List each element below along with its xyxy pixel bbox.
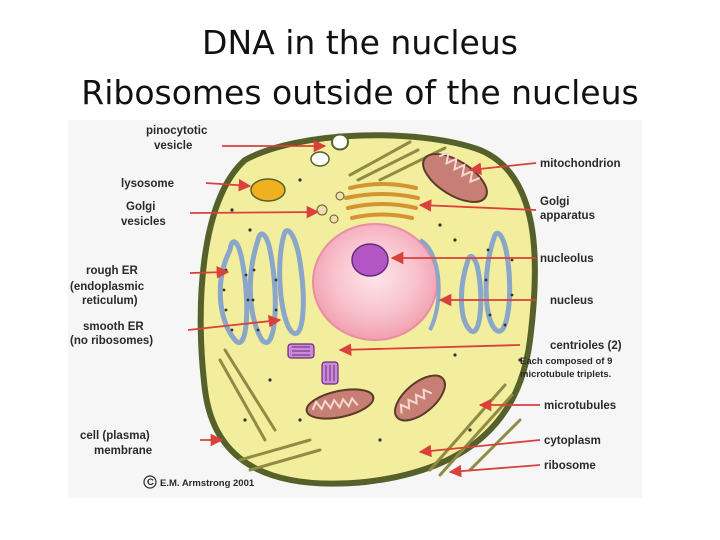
label-nucleolus: nucleolus — [540, 253, 594, 265]
arrows — [187, 139, 541, 478]
copyright-symbol: C — [147, 477, 154, 488]
copyright-icon — [143, 475, 157, 489]
label-cytoplasm: cytoplasm — [544, 435, 601, 447]
mitochondrion-bottom-right — [394, 374, 446, 422]
label-cell-membrane-line1: cell (plasma) — [80, 430, 150, 442]
golgi-vesicles — [316, 191, 345, 224]
label-rough-er-line3: reticulum) — [82, 295, 138, 307]
label-pinocytotic-line1: pinocytotic — [146, 125, 208, 137]
label-golgi-vesicles-line1: Golgi — [126, 201, 155, 213]
label-rough-er-line2: (endoplasmic — [70, 281, 145, 293]
label-centrioles-note-line1: Each composed of 9 — [520, 356, 612, 367]
mitochondrion-bottom-left — [305, 388, 375, 420]
label-golgi-vesicles-line2: vesicles — [121, 216, 166, 228]
mitochondrion-top — [422, 151, 488, 203]
nuclear-envelope-er — [418, 238, 441, 331]
label-smooth-er-line2: (no ribosomes) — [70, 335, 153, 347]
centrioles — [287, 343, 339, 385]
label-microtubules: microtubules — [544, 400, 616, 412]
copyright-text: E.M. Armstrong 2001 — [160, 478, 255, 489]
label-ribosome: ribosome — [544, 460, 596, 472]
microtubules-group — [218, 140, 522, 477]
golgi-apparatus — [344, 182, 420, 220]
label-golgi-apparatus-line1: Golgi — [540, 196, 569, 208]
rough-er — [217, 231, 278, 345]
title-line-2: Ribosomes outside of the nucleus — [81, 73, 639, 112]
free-ribosomes — [230, 178, 522, 442]
label-smooth-er-line1: smooth ER — [83, 321, 144, 333]
rough-er-ribosomes — [222, 268, 278, 332]
label-nucleus: nucleus — [550, 295, 593, 307]
label-mitochondrion: mitochondrion — [540, 158, 621, 170]
label-lysosome: lysosome — [121, 178, 174, 190]
pinocytotic-vesicle — [330, 133, 350, 151]
label-centrioles: centrioles (2) — [550, 340, 622, 352]
label-golgi-apparatus-line2: apparatus — [540, 210, 595, 222]
label-cell-membrane-line2: membrane — [94, 445, 152, 457]
title-line-1: DNA in the nucleus — [202, 23, 518, 62]
smooth-er — [277, 228, 306, 336]
label-rough-er-line1: rough ER — [86, 265, 138, 277]
vesicle — [310, 151, 330, 167]
rough-er-right-ribosomes — [484, 248, 514, 327]
label-centrioles-note-line2: microtubule triplets. — [520, 369, 611, 380]
nucleolus — [351, 243, 389, 277]
nucleus — [312, 223, 438, 341]
lysosome — [250, 178, 286, 202]
label-pinocytotic-line2: vesicle — [154, 140, 192, 152]
